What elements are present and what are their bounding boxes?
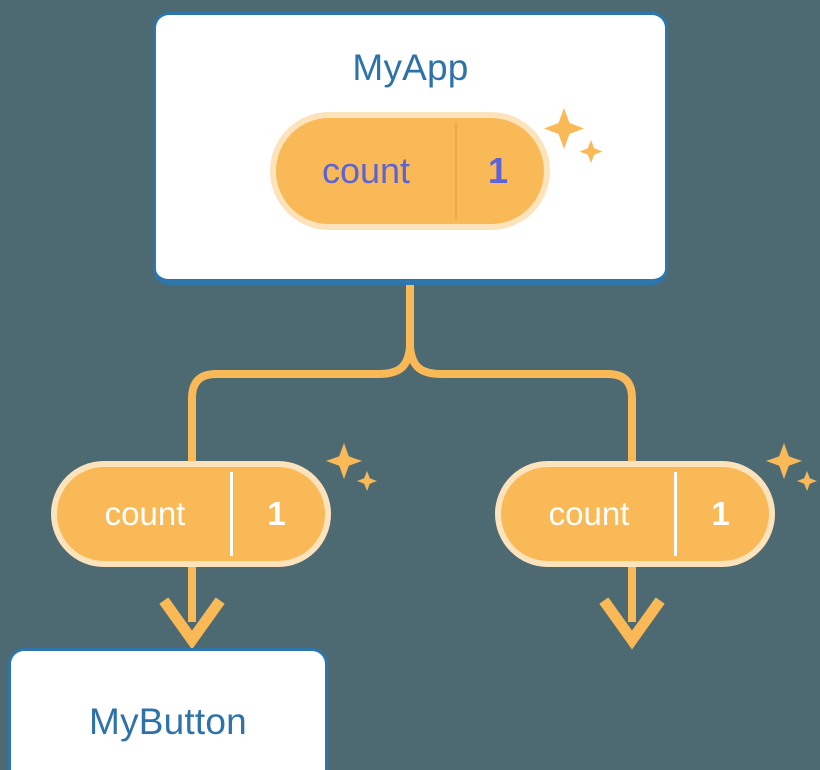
connector-branch-right: [406, 346, 636, 468]
state-pill-value: 1: [230, 472, 320, 556]
sparkle-icon: [326, 443, 377, 491]
component-card-mybutton-left[interactable]: MyButton: [8, 648, 328, 770]
state-pill-myapp[interactable]: count 1: [270, 112, 550, 230]
arrow-head-right-icon: [599, 597, 665, 650]
state-pill-left[interactable]: count 1: [51, 461, 331, 567]
card-title-mybutton: MyButton: [89, 700, 247, 742]
state-pill-value: 1: [674, 472, 764, 556]
state-pill-right[interactable]: count 1: [495, 461, 775, 567]
state-pill-key: count: [104, 495, 186, 532]
arrow-head-left-icon: [159, 597, 225, 650]
connector-branch-left: [188, 346, 414, 468]
card-title-myapp: MyApp: [352, 47, 469, 88]
state-pill-key: count: [321, 150, 411, 191]
state-pill-key: count: [548, 495, 630, 532]
state-pill-value: 1: [455, 123, 539, 219]
